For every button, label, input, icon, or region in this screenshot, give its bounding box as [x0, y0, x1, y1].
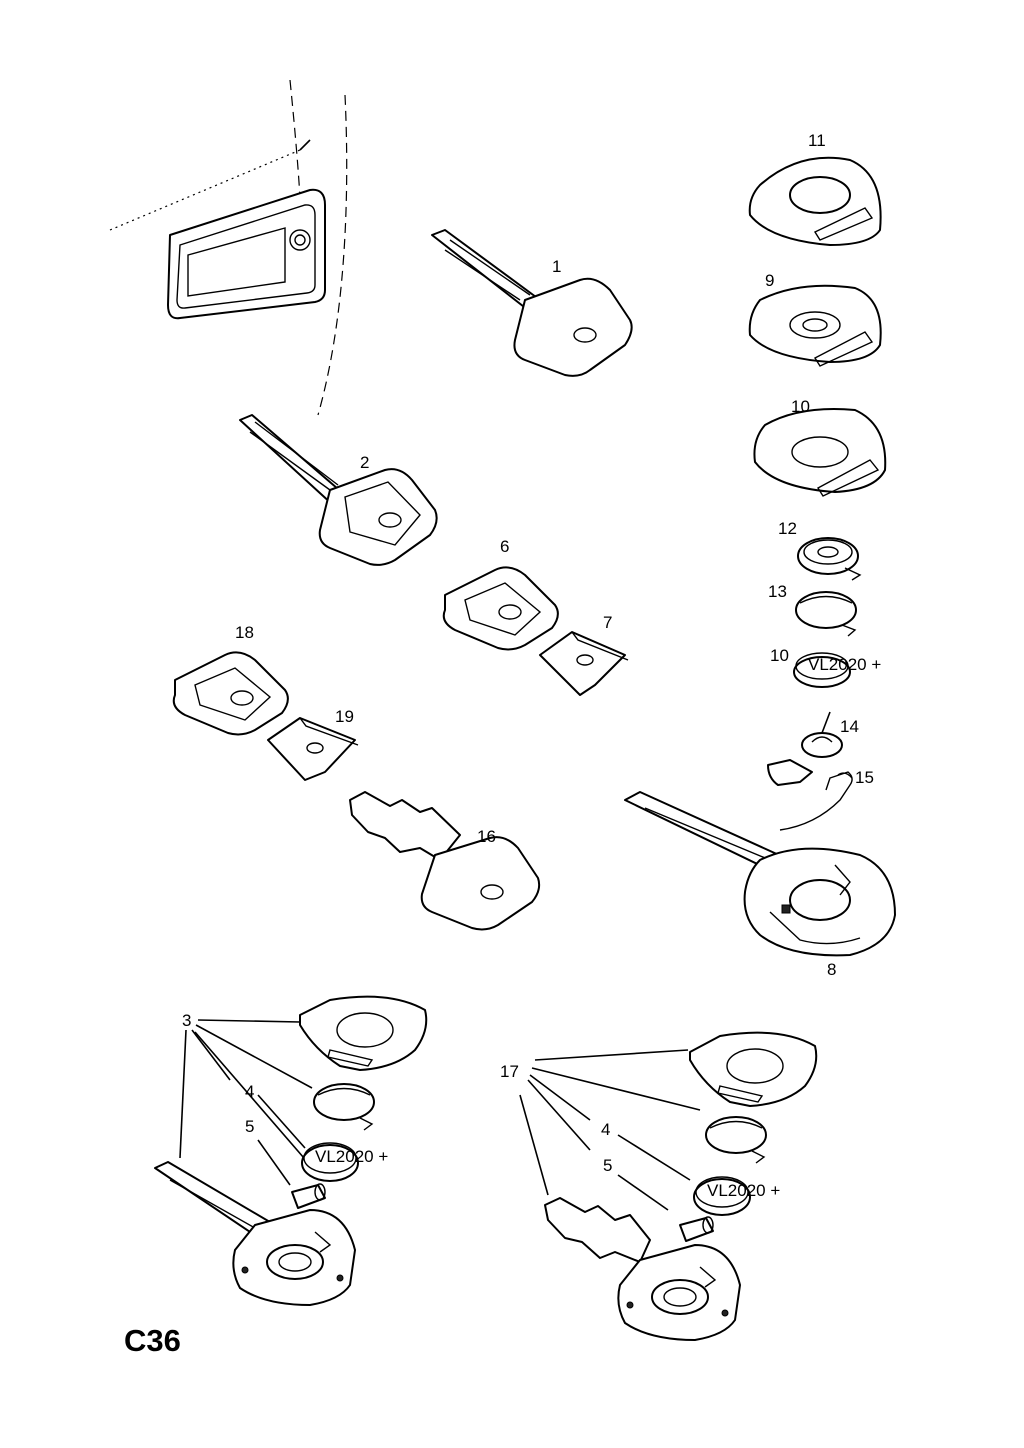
button-part-12	[797, 537, 862, 581]
battery-marking-right: VL2020 +	[707, 1181, 780, 1200]
remote-cover-part-9	[748, 284, 882, 367]
callout-3: 3	[182, 1011, 191, 1030]
callout-10-lower: 10	[770, 646, 789, 665]
membrane-part-13	[795, 591, 857, 637]
callout-14: 14	[840, 717, 859, 736]
assembly-17-leaders	[519, 1049, 701, 1211]
callout-19: 19	[335, 707, 354, 726]
key-clip-part-19	[267, 717, 359, 781]
key-part-16	[349, 791, 541, 931]
callout-15: 15	[855, 768, 874, 787]
spring-part-15	[767, 759, 853, 831]
key-clip-part-7	[539, 631, 629, 696]
callout-4-right: 4	[601, 1120, 610, 1139]
battery-part-10: VL2020 +	[793, 652, 881, 688]
assembly-3-leaders	[179, 1019, 313, 1186]
callout-5-left: 5	[245, 1117, 254, 1136]
key-cover-part-6	[442, 566, 559, 651]
remote-key-part-8	[624, 791, 896, 957]
callout-17: 17	[500, 1062, 519, 1081]
membrane-right	[705, 1116, 767, 1164]
key-part-2	[239, 414, 438, 566]
door-handle-illustration	[109, 79, 348, 416]
callout-1: 1	[552, 257, 561, 276]
callout-12: 12	[778, 519, 797, 538]
callout-10-upper: 10	[791, 397, 810, 416]
callout-9: 9	[765, 271, 774, 290]
callout-18: 18	[235, 623, 254, 642]
bulb-holder-part-14	[801, 711, 843, 758]
diagram-code: C36	[124, 1323, 181, 1358]
key-cover-part-18	[172, 651, 289, 736]
battery-left: VL2020 +	[301, 1142, 388, 1182]
callout-7: 7	[603, 613, 612, 632]
remote-cover-part-11	[748, 156, 882, 246]
remote-key-left	[154, 1161, 356, 1306]
remote-key-right	[544, 1197, 741, 1341]
callout-13: 13	[768, 582, 787, 601]
membrane-left	[313, 1083, 375, 1131]
battery-right: VL2020 +	[693, 1176, 780, 1216]
bulb-left	[291, 1183, 326, 1209]
battery-marking: VL2020 +	[808, 655, 881, 674]
callout-4-left: 4	[245, 1082, 254, 1101]
callout-2: 2	[360, 453, 369, 472]
callout-8: 8	[827, 960, 836, 979]
key-part-1	[431, 229, 633, 377]
callout-11: 11	[808, 131, 826, 150]
remote-cover-part-10	[753, 408, 887, 497]
cover-plate-left	[299, 995, 428, 1071]
callout-6: 6	[500, 537, 509, 556]
callout-16: 16	[477, 827, 496, 846]
cover-plate-right	[689, 1031, 818, 1107]
battery-marking-left: VL2020 +	[315, 1147, 388, 1166]
bulb-right	[679, 1216, 714, 1242]
callout-5-right: 5	[603, 1156, 612, 1175]
